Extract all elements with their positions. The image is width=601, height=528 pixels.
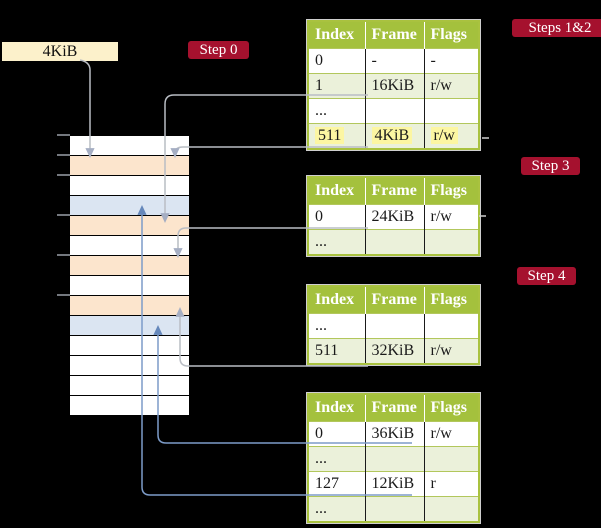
column-header-index: Index xyxy=(308,177,366,205)
table-cell xyxy=(365,446,425,472)
memory-row-white xyxy=(70,236,189,256)
table-cell: 511 xyxy=(308,123,366,149)
memory-row-white xyxy=(70,276,189,296)
table-cell: r xyxy=(424,471,479,497)
memory-row-white xyxy=(70,136,189,156)
table-cell: r/w xyxy=(424,123,479,149)
table-cell xyxy=(424,313,479,339)
column-header-frame: Frame xyxy=(365,177,425,205)
column-header-flags: Flags xyxy=(424,177,479,205)
column-header-flags: Flags xyxy=(424,394,479,422)
table-row: ... xyxy=(308,446,479,472)
table-cell xyxy=(365,496,425,522)
memory-row-peach xyxy=(70,156,189,176)
table-row: ... xyxy=(308,496,479,522)
memory-row-peach xyxy=(70,216,189,236)
memory-row-white xyxy=(70,356,189,376)
table-cell: r/w xyxy=(424,204,479,230)
memory-row-white xyxy=(70,376,189,396)
column-header-frame: Frame xyxy=(365,286,425,314)
table-cell: 16KiB xyxy=(365,73,425,99)
table-cell: 32KiB xyxy=(365,338,425,364)
table-cell: 36KiB xyxy=(365,421,425,447)
table-cell: 0 xyxy=(308,48,366,74)
table-row: ... xyxy=(308,313,479,339)
table-row: ... xyxy=(308,98,479,124)
highlighted-value: 511 xyxy=(315,127,345,144)
table-cell: ... xyxy=(308,313,366,339)
column-header-index: Index xyxy=(308,394,366,422)
table-cell: ... xyxy=(308,98,366,124)
highlighted-value: 4KiB xyxy=(371,127,413,144)
badge-step-4: Step 4 xyxy=(517,267,576,285)
memory-row-blue xyxy=(70,196,189,216)
memory-row-blue xyxy=(70,316,189,336)
table-cell: ... xyxy=(308,496,366,522)
table-cell: 4KiB xyxy=(365,123,425,149)
table-cell xyxy=(424,229,479,255)
table-row: ... xyxy=(308,229,479,255)
table-cell: 12KiB xyxy=(365,471,425,497)
column-header-frame: Frame xyxy=(365,394,425,422)
table-cell xyxy=(365,313,425,339)
column-header-index: Index xyxy=(308,21,366,49)
table-cell xyxy=(424,496,479,522)
table-cell: - xyxy=(365,48,425,74)
highlighted-value: r/w xyxy=(430,127,458,144)
column-header-flags: Flags xyxy=(424,286,479,314)
table-cell: 511 xyxy=(308,338,366,364)
memory-row-white xyxy=(70,336,189,356)
table-cell xyxy=(365,229,425,255)
column-header-frame: Frame xyxy=(365,21,425,49)
physical-memory-stack xyxy=(69,135,190,416)
table-cell: 24KiB xyxy=(365,204,425,230)
table-row: 511 4KiB r/w xyxy=(308,123,479,149)
column-header-flags: Flags xyxy=(424,21,479,49)
table-cell xyxy=(424,446,479,472)
memory-row-white xyxy=(70,396,189,415)
memory-row-peach xyxy=(70,296,189,316)
table-cell: - xyxy=(424,48,479,74)
table-cell: ... xyxy=(308,229,366,255)
table-row: 0-- xyxy=(308,48,479,74)
memory-row-peach xyxy=(70,256,189,276)
table-cell: 127 xyxy=(308,471,366,497)
table-cell: r/w xyxy=(424,73,479,99)
table-cell: 0 xyxy=(308,204,366,230)
table-cell xyxy=(424,98,479,124)
frame-size-label: 4KiB xyxy=(2,42,118,61)
table-cell: 1 xyxy=(308,73,366,99)
column-header-index: Index xyxy=(308,286,366,314)
badge-steps-1-2: Steps 1&2 xyxy=(512,19,601,37)
badge-step-3: Step 3 xyxy=(521,157,580,175)
table-cell: 0 xyxy=(308,421,366,447)
table-cell xyxy=(365,98,425,124)
table-cell: r/w xyxy=(424,421,479,447)
table-cell: ... xyxy=(308,446,366,472)
memory-row-white xyxy=(70,176,189,196)
badge-step-0: Step 0 xyxy=(188,41,249,59)
table-cell: r/w xyxy=(424,338,479,364)
